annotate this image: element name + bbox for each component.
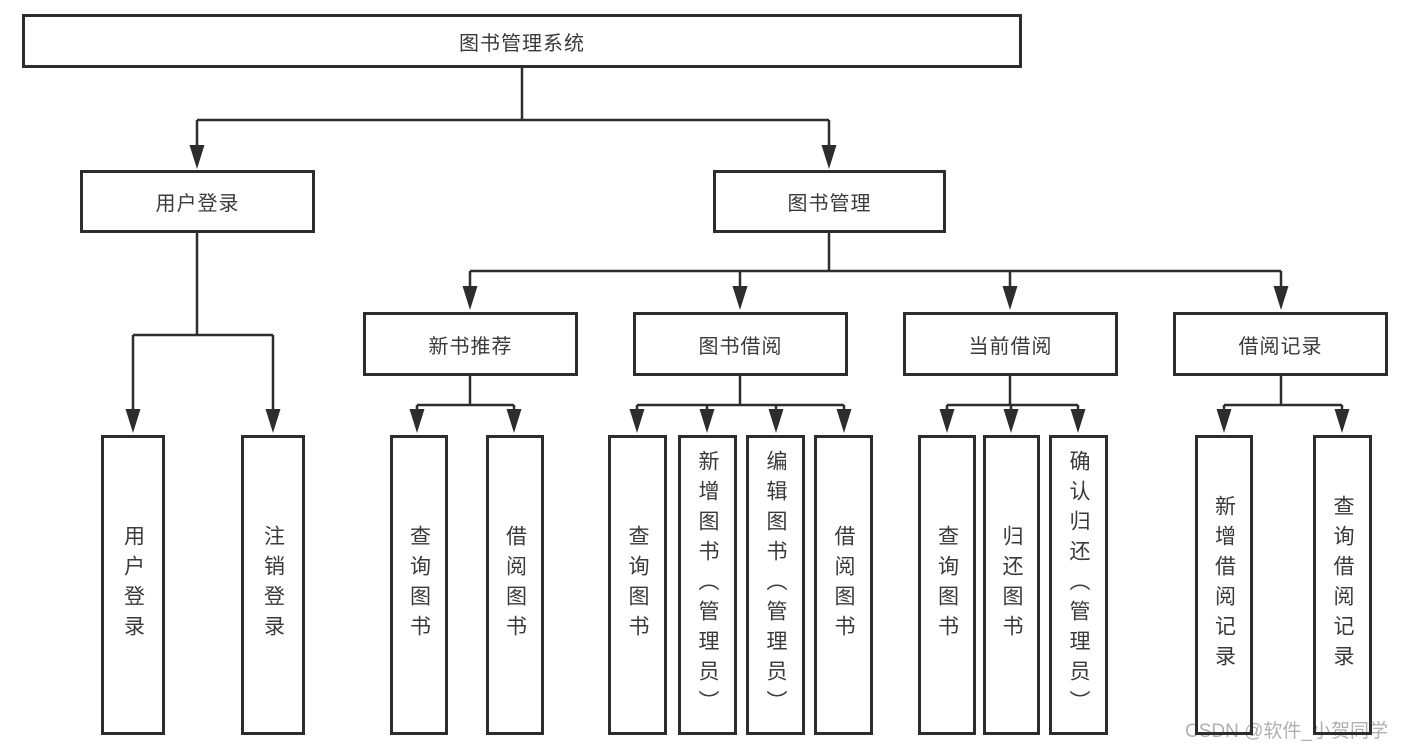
leaf-logout: 注销登录 xyxy=(241,435,305,735)
leaf-query-books-current-label: 查询图书 xyxy=(935,525,959,645)
leaf-user-login: 用户登录 xyxy=(101,435,165,735)
leaf-borrow-books-recommend: 借阅图书 xyxy=(486,435,544,735)
node-book-management: 图书管理 xyxy=(713,170,946,233)
leaf-query-books-recommend-label: 查询图书 xyxy=(407,525,431,645)
node-root: 图书管理系统 xyxy=(22,14,1022,68)
leaf-edit-book-admin: 编辑图书（管理员） xyxy=(746,435,805,735)
leaf-borrow-books-label: 借阅图书 xyxy=(832,525,855,645)
leaf-query-borrow-record: 查询借阅记录 xyxy=(1313,435,1372,735)
node-new-book-recommend-label: 新书推荐 xyxy=(428,335,513,358)
connector-user-login-children xyxy=(125,233,281,433)
leaf-query-borrow-record-label: 查询借阅记录 xyxy=(1331,495,1354,675)
node-book-borrow: 图书借阅 xyxy=(633,312,848,376)
node-borrow-records-label: 借阅记录 xyxy=(1238,335,1323,358)
node-current-borrow-label: 当前借阅 xyxy=(968,335,1053,358)
node-root-label: 图书管理系统 xyxy=(459,32,585,55)
node-book-management-label: 图书管理 xyxy=(787,193,872,215)
leaf-query-books-current: 查询图书 xyxy=(918,435,976,735)
connector-root-to-level2 xyxy=(189,68,837,169)
leaf-add-borrow-record: 新增借阅记录 xyxy=(1195,435,1253,735)
node-new-book-recommend: 新书推荐 xyxy=(363,312,578,376)
connector-book-management-children xyxy=(462,233,1289,310)
csdn-watermark: CSDN @软件_小贺同学 xyxy=(1185,721,1388,742)
leaf-query-books-borrow: 查询图书 xyxy=(608,435,667,735)
node-user-login: 用户登录 xyxy=(80,170,315,233)
leaf-borrow-books-recommend-label: 借阅图书 xyxy=(503,525,527,645)
leaf-confirm-return-admin-label: 确认归还（管理员） xyxy=(1067,450,1090,720)
connector-borrow-records-children xyxy=(1216,376,1350,433)
leaf-add-borrow-record-label: 新增借阅记录 xyxy=(1212,495,1236,675)
leaf-logout-label: 注销登录 xyxy=(261,525,285,645)
leaf-borrow-books: 借阅图书 xyxy=(814,435,873,735)
leaf-return-book-label: 归还图书 xyxy=(1000,525,1023,645)
node-user-login-label: 用户登录 xyxy=(155,193,240,215)
node-current-borrow: 当前借阅 xyxy=(903,312,1118,376)
node-book-borrow-label: 图书借阅 xyxy=(698,335,783,358)
leaf-add-book-admin: 新增图书（管理员） xyxy=(678,435,737,735)
leaf-query-books-borrow-label: 查询图书 xyxy=(626,525,649,645)
connector-book-borrow-children xyxy=(629,376,852,433)
connector-current-borrow-children xyxy=(939,376,1086,433)
leaf-user-login-label: 用户登录 xyxy=(121,525,145,645)
leaf-add-book-admin-label: 新增图书（管理员） xyxy=(696,450,719,720)
leaf-return-book: 归还图书 xyxy=(983,435,1040,735)
node-borrow-records: 借阅记录 xyxy=(1173,312,1388,376)
leaf-edit-book-admin-label: 编辑图书（管理员） xyxy=(764,450,787,720)
leaf-query-books-recommend: 查询图书 xyxy=(390,435,448,735)
connector-new-book-recommend-children xyxy=(409,376,522,433)
leaf-confirm-return-admin: 确认归还（管理员） xyxy=(1049,435,1108,735)
